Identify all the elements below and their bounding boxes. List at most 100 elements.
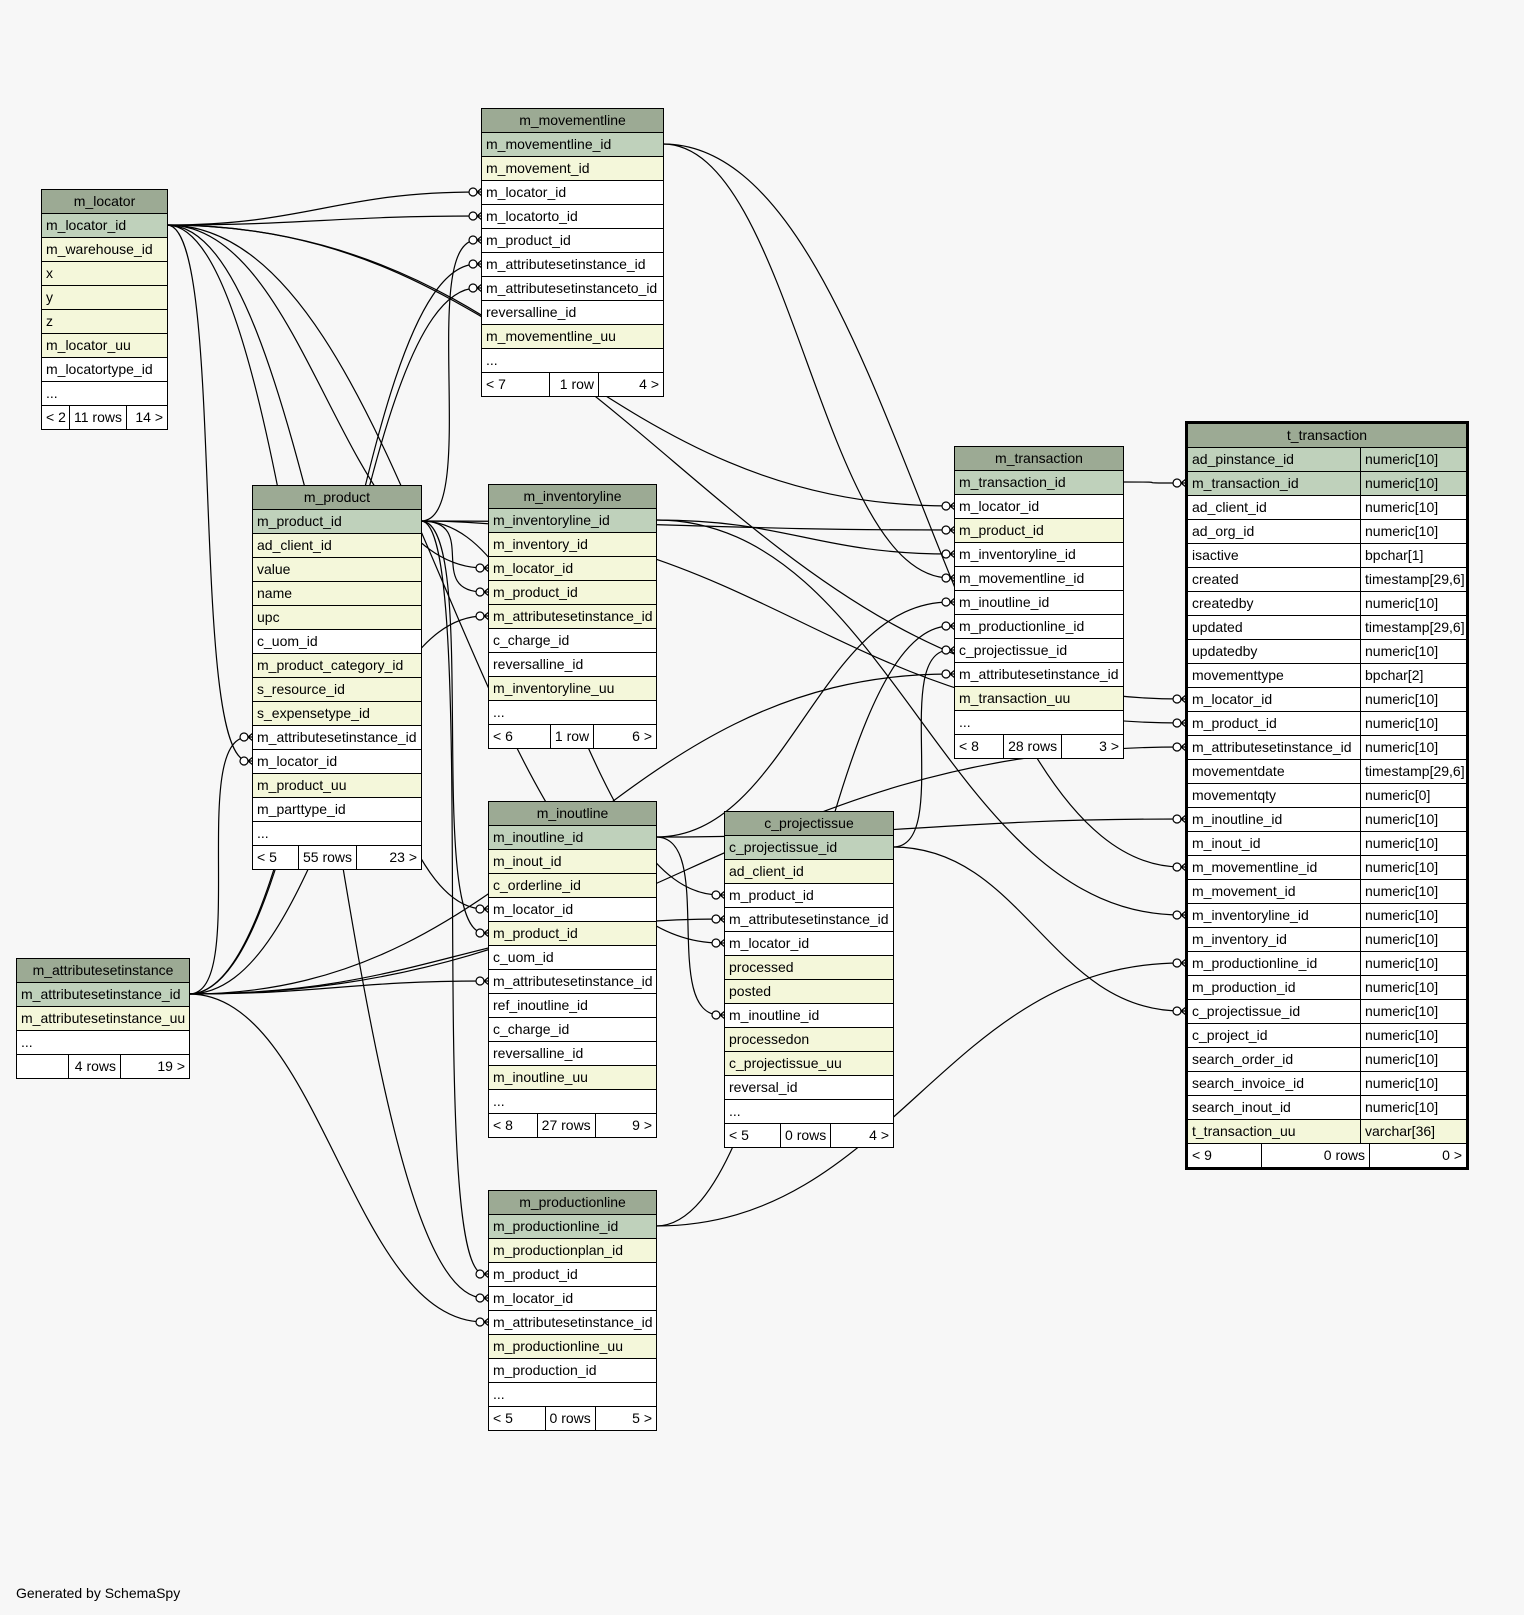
table-title[interactable]: m_locator (42, 190, 167, 214)
column-row[interactable]: m_product_category_id (253, 654, 421, 678)
column-row[interactable]: m_locator_id (42, 214, 167, 238)
column-row[interactable]: processed (725, 956, 893, 980)
column-row[interactable]: m_attributesetinstance_id (17, 983, 189, 1007)
column-row[interactable]: ... (482, 349, 663, 373)
children-count[interactable]: 4 > (869, 1127, 889, 1143)
column-row[interactable]: value (253, 558, 421, 582)
column-row[interactable]: m_movementline_id (955, 567, 1123, 591)
column-row[interactable]: upc (253, 606, 421, 630)
column-row[interactable]: m_transaction_id (955, 471, 1123, 495)
column-row[interactable]: m_product_id (489, 581, 656, 605)
children-count[interactable]: 4 > (639, 376, 659, 392)
parents-count[interactable]: < 5 (253, 846, 299, 869)
table-title[interactable]: m_attributesetinstance (17, 959, 189, 983)
parents-count[interactable]: < 5 (489, 1407, 546, 1430)
column-row[interactable]: ... (955, 711, 1123, 735)
column-row[interactable]: m_inout_id (489, 850, 656, 874)
parents-count[interactable]: < 8 (955, 735, 1005, 758)
column-row[interactable]: ... (725, 1100, 893, 1124)
column-row[interactable]: processedon (725, 1028, 893, 1052)
column-row[interactable]: c_projectissue_id (725, 836, 893, 860)
column-row[interactable]: ... (489, 701, 656, 725)
table-title[interactable]: m_movementline (482, 109, 663, 133)
column-row[interactable]: m_inoutline_id (955, 591, 1123, 615)
column-row[interactable]: m_attributesetinstance_id (482, 253, 663, 277)
column-row[interactable]: m_attributesetinstance_id (489, 1311, 656, 1335)
column-row[interactable]: z (42, 310, 167, 334)
column-row[interactable]: s_resource_id (253, 678, 421, 702)
column-row[interactable]: m_production_id (489, 1359, 656, 1383)
parents-count[interactable]: < 2 (42, 406, 70, 429)
column-row[interactable]: c_uom_id (253, 630, 421, 654)
column-row[interactable]: m_productionline_id (955, 615, 1123, 639)
column-row[interactable]: m_movement_id (482, 157, 663, 181)
column-row[interactable]: m_attributesetinstance_uu (17, 1007, 189, 1031)
column-row[interactable]: m_movementline_id (482, 133, 663, 157)
column-row[interactable]: m_inoutline_id (489, 826, 656, 850)
parents-count[interactable]: < 6 (489, 725, 551, 748)
parents-count[interactable]: < 5 (725, 1124, 782, 1147)
column-row[interactable]: m_productionline_id (489, 1215, 656, 1239)
column-row[interactable]: ad_client_id (725, 860, 893, 884)
table-title[interactable]: t_transaction (1188, 424, 1466, 448)
parents-count[interactable]: < 8 (489, 1114, 538, 1137)
column-row[interactable]: m_product_id (489, 1263, 656, 1287)
column-row[interactable]: m_attributesetinstance_id (489, 970, 656, 994)
column-row[interactable]: m_product_id (482, 229, 663, 253)
column-row[interactable]: m_inoutline_uu (489, 1066, 656, 1090)
column-row[interactable]: name (253, 582, 421, 606)
table-title[interactable]: m_product (253, 486, 421, 510)
column-row[interactable]: c_orderline_id (489, 874, 656, 898)
column-row[interactable]: reversalline_id (482, 301, 663, 325)
column-row[interactable]: m_locator_uu (42, 334, 167, 358)
column-row[interactable]: m_attributesetinstance_id (955, 663, 1123, 687)
column-row[interactable]: m_locator_id (725, 932, 893, 956)
column-row[interactable]: posted (725, 980, 893, 1004)
column-row[interactable]: m_parttype_id (253, 798, 421, 822)
column-row[interactable]: m_inventory_id (489, 533, 656, 557)
column-row[interactable]: ad_client_id (253, 534, 421, 558)
column-row[interactable]: ... (42, 382, 167, 406)
column-row[interactable]: ... (253, 822, 421, 846)
children-count[interactable]: 0 > (1442, 1147, 1462, 1163)
children-count[interactable]: 3 > (1099, 738, 1119, 754)
column-row[interactable]: m_inventoryline_id (489, 509, 656, 533)
column-row[interactable]: m_locator_id (482, 181, 663, 205)
column-row[interactable]: m_inoutline_id (725, 1004, 893, 1028)
column-row[interactable]: c_projectissue_uu (725, 1052, 893, 1076)
column-row[interactable]: ... (17, 1031, 189, 1055)
column-row[interactable]: m_locatorto_id (482, 205, 663, 229)
column-row[interactable]: ref_inoutline_id (489, 994, 656, 1018)
column-row[interactable]: m_attributesetinstance_id (253, 726, 421, 750)
children-count[interactable]: 9 > (632, 1117, 652, 1133)
column-row[interactable]: m_inventoryline_uu (489, 677, 656, 701)
column-row[interactable]: m_attributesetinstanceto_id (482, 277, 663, 301)
column-row[interactable]: reversalline_id (489, 653, 656, 677)
column-row[interactable]: m_productionline_uu (489, 1335, 656, 1359)
